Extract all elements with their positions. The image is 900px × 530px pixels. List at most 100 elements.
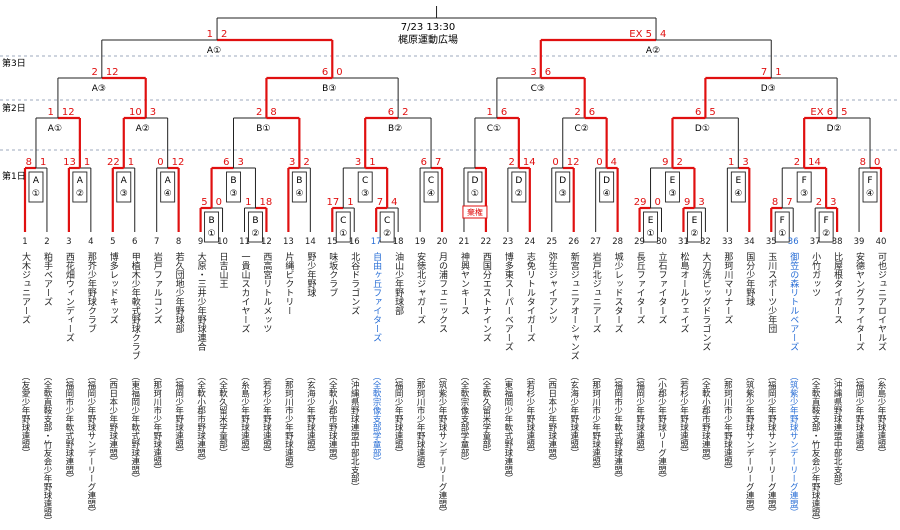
match-letter: A xyxy=(33,176,40,186)
score-a: 7 xyxy=(761,67,767,78)
match-label: B② xyxy=(388,124,402,134)
team-league: （沖縄県野球連盟中部北支部） xyxy=(349,372,359,491)
match-letter: E xyxy=(692,216,698,226)
score-b: 2 xyxy=(303,157,309,168)
score-b: 3 xyxy=(742,157,748,168)
match-letter: E xyxy=(670,176,676,186)
match-letter: F xyxy=(824,216,829,226)
score-b: 0 xyxy=(655,197,661,208)
team-league: （全軟小郡市野球連盟） xyxy=(196,372,206,466)
team-name: 博多レッドキッズ xyxy=(108,251,119,324)
score-a: 3 xyxy=(530,67,536,78)
match-label: C② xyxy=(575,124,589,134)
team-name: 玉川スポーツ少年団 xyxy=(766,252,777,334)
score-b: 1 xyxy=(775,67,781,78)
team-league: （若杉少年野球連盟） xyxy=(525,372,535,457)
forfeit-box xyxy=(462,205,488,219)
score-b: 8 xyxy=(270,107,276,118)
score-b: 6 xyxy=(501,107,507,118)
forfeit-label: 棄権 xyxy=(467,207,483,217)
match-box xyxy=(423,171,439,203)
team-number: 10 xyxy=(217,237,228,247)
team-number: 16 xyxy=(349,237,360,247)
team-name: 小竹ガッツ xyxy=(810,252,821,297)
match-label: A① xyxy=(48,124,62,134)
match-number: ③ xyxy=(120,189,128,199)
team-league: （全軟久留米学童部） xyxy=(218,372,228,457)
score-a: 1 xyxy=(728,157,734,168)
team-name: 大木ジュニアーズ xyxy=(20,251,31,324)
match-box xyxy=(204,211,220,243)
match-box xyxy=(774,211,790,243)
score-a: 8 xyxy=(860,157,866,168)
match-number: ① xyxy=(339,229,347,239)
team-number: 18 xyxy=(393,237,404,247)
team-number: 11 xyxy=(239,237,250,247)
team-league: （西日本少年野球連盟） xyxy=(108,372,118,466)
score-b: 1 xyxy=(128,157,134,168)
team-league: （若杉少年野球連盟） xyxy=(678,372,688,457)
score-a: 1 xyxy=(245,197,251,208)
score-a: 2 xyxy=(794,157,800,168)
match-box xyxy=(160,171,176,203)
team-name: 弥生ジャイアンツ xyxy=(547,251,558,324)
score-a: EX 5 xyxy=(629,29,652,40)
team-league: （那珂川市少年野球連盟） xyxy=(152,372,162,474)
score-a: 22 xyxy=(107,157,120,168)
team-league: （西日本少年野球連盟） xyxy=(547,372,557,466)
team-number: 32 xyxy=(700,237,711,247)
day-label-1: 第1日 xyxy=(2,170,26,182)
team-number: 26 xyxy=(568,237,579,247)
match-box xyxy=(379,211,395,243)
team-number: 17 xyxy=(371,237,382,247)
score-b: 0 xyxy=(336,67,342,78)
score-a: 17 xyxy=(327,197,340,208)
match-number: ③ xyxy=(800,189,808,199)
match-number: ① xyxy=(208,229,216,239)
match-box xyxy=(291,171,307,203)
match-box xyxy=(818,211,834,243)
team-number: 31 xyxy=(678,237,689,247)
match-box xyxy=(599,171,615,203)
match-box xyxy=(72,171,88,203)
match-letter: D xyxy=(471,176,478,186)
team-name: 城少レッドスターズ xyxy=(613,252,624,333)
team-name: 日吉山王 xyxy=(218,252,229,288)
match-letter: C xyxy=(384,216,390,226)
team-league: （筑紫少年野球サンデーリーグ連盟） xyxy=(437,372,447,517)
team-name: 月の浦フェニックス xyxy=(437,252,448,333)
match-number: ③ xyxy=(559,189,567,199)
team-league: （福岡少年野球サンデーリーグ連盟） xyxy=(86,372,96,517)
match-number: ① xyxy=(471,189,479,199)
score-b: 3 xyxy=(698,197,704,208)
team-league: （糸島少年野球連盟） xyxy=(876,372,886,457)
team-number: 19 xyxy=(415,237,426,247)
team-league: （全軟小郡市野球連盟） xyxy=(327,372,337,466)
team-league: （全軟宗像支部学童部） xyxy=(459,372,469,466)
team-number: 15 xyxy=(327,237,338,247)
team-number: 34 xyxy=(744,237,755,247)
team-league: （全軟宗像支部学童部） xyxy=(371,372,381,466)
team-league: （全軟直鞍支部・竹友会少年野球連盟） xyxy=(810,372,820,525)
match-number: ① xyxy=(32,189,40,199)
team-name: 安徳北ジャガーズ xyxy=(415,251,426,324)
match-box xyxy=(643,211,658,243)
team-number: 24 xyxy=(524,237,535,247)
team-league: （福岡少年野球連盟） xyxy=(393,372,403,457)
team-name: 岩戸北ジュニアーズ xyxy=(591,251,602,333)
team-name: 北谷ドラゴンズ xyxy=(349,252,360,315)
team-name: 那芥少年野球クラブ xyxy=(86,252,97,333)
match-label: A③ xyxy=(92,84,106,94)
team-league: （福岡少年野球連盟） xyxy=(854,372,864,457)
team-name: 御笠の森リトルベアーズ xyxy=(788,251,799,351)
score-b: 1 xyxy=(347,197,353,208)
match-label: D③ xyxy=(761,84,776,94)
match-box xyxy=(116,171,132,203)
match-number: ② xyxy=(822,229,830,239)
match-number: ② xyxy=(515,189,523,199)
team-league: （筑紫少年野球サンデーリーグ連盟） xyxy=(744,372,754,517)
team-league: （那珂川市少年野球連盟） xyxy=(722,372,732,474)
match-letter: A xyxy=(165,176,172,186)
score-b: 5 xyxy=(709,107,715,118)
team-number: 2 xyxy=(44,237,49,247)
